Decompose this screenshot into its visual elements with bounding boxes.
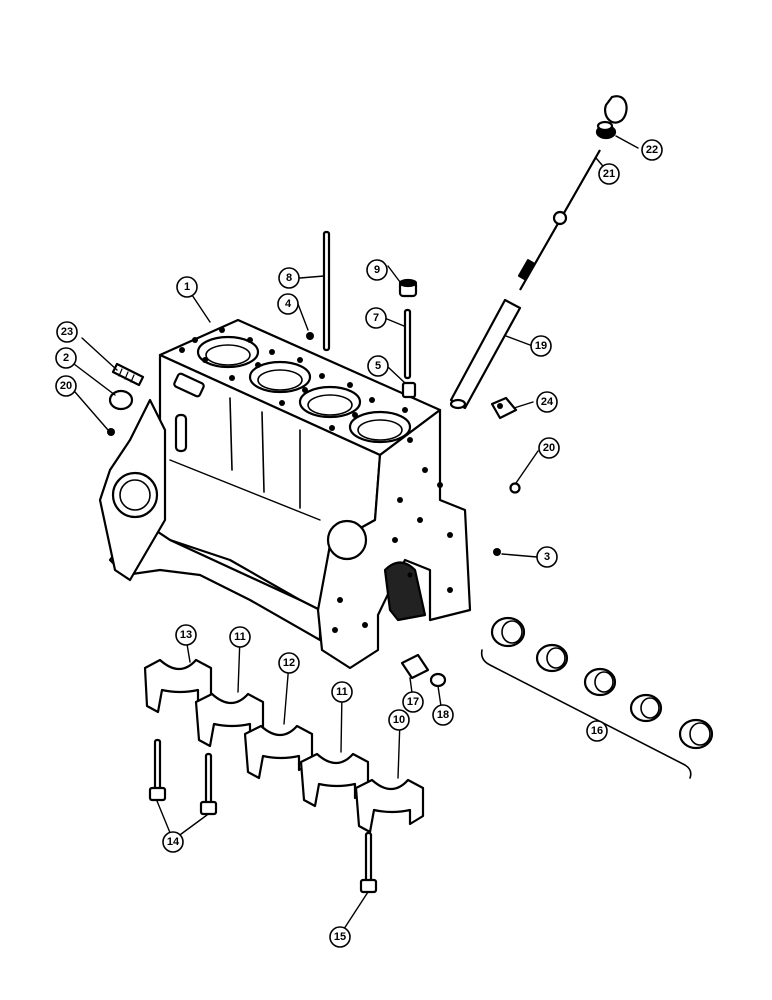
- plug-part-20-left: [107, 428, 115, 436]
- cap-bolt-part-15: [359, 831, 378, 894]
- callout-5: 5: [367, 355, 389, 377]
- svg-text:4: 4: [285, 298, 292, 310]
- plug-part-17: [400, 653, 430, 680]
- callout-1: 1: [176, 276, 198, 298]
- svg-text:9: 9: [374, 264, 380, 276]
- svg-text:15: 15: [334, 931, 346, 943]
- svg-text:20: 20: [543, 442, 555, 454]
- bearing-cap-part-12: [243, 724, 314, 780]
- callout-9: 9: [366, 259, 388, 281]
- svg-text:11: 11: [336, 686, 348, 698]
- svg-text:14: 14: [167, 836, 180, 848]
- svg-text:18: 18: [437, 709, 449, 721]
- callout-22: 22: [641, 139, 663, 161]
- plug-part-4: [306, 332, 314, 340]
- fitting-part-24: [490, 396, 518, 420]
- dipstick-part-21: [517, 95, 628, 291]
- callout-17: 17: [402, 691, 424, 713]
- callout-7: 7: [365, 307, 387, 329]
- plug-part-3: [493, 548, 501, 556]
- callout-21: 21: [598, 163, 620, 185]
- tube-part-19: [449, 298, 522, 410]
- svg-text:10: 10: [393, 714, 405, 726]
- callout-24: 24: [536, 391, 558, 413]
- callout-10: 10: [388, 709, 410, 731]
- svg-text:7: 7: [373, 312, 379, 324]
- callout-11-a: 11: [229, 626, 251, 648]
- callout-3: 3: [536, 546, 558, 568]
- svg-text:8: 8: [286, 272, 292, 284]
- callout-18: 18: [432, 704, 454, 726]
- cylinder-block: [98, 318, 472, 670]
- svg-text:16: 16: [591, 725, 603, 737]
- svg-text:3: 3: [544, 551, 550, 563]
- callout-19: 19: [530, 335, 552, 357]
- stud-part-23: [111, 362, 145, 387]
- svg-text:2: 2: [63, 352, 69, 364]
- callout-13: 13: [175, 624, 197, 646]
- seal-part-22: [595, 120, 617, 140]
- svg-text:21: 21: [603, 168, 615, 180]
- cap-bolt-part-14-b: [199, 752, 218, 816]
- callout-20-b: 20: [538, 437, 560, 459]
- bearing-cap-part-10: [354, 778, 425, 834]
- svg-text:11: 11: [234, 631, 246, 643]
- callout-23: 23: [56, 321, 78, 343]
- callout-16: 16: [586, 720, 608, 742]
- svg-text:19: 19: [535, 340, 547, 352]
- svg-text:17: 17: [407, 696, 419, 708]
- callout-20-a: 20: [55, 375, 77, 397]
- callout-11-b: 11: [331, 681, 353, 703]
- cap-bolt-part-14-a: [148, 738, 167, 802]
- dowel-part-5: [401, 381, 417, 399]
- plug-part-20-right: [509, 482, 521, 494]
- stud-part-7: [403, 308, 412, 380]
- bearing-cap-part-11-b: [299, 752, 370, 808]
- svg-text:22: 22: [646, 144, 658, 156]
- callout-2: 2: [55, 347, 77, 369]
- washer-part-18: [429, 672, 447, 688]
- svg-text:1: 1: [184, 281, 190, 293]
- nut-part-9: [398, 278, 418, 298]
- svg-text:20: 20: [60, 380, 72, 392]
- callout-14: 14: [162, 831, 184, 853]
- long-stud-part-8: [322, 230, 331, 352]
- svg-text:12: 12: [283, 657, 295, 669]
- ring-part-2: [108, 389, 134, 411]
- callout-8: 8: [278, 267, 300, 289]
- svg-text:5: 5: [375, 360, 381, 372]
- callout-12: 12: [278, 652, 300, 674]
- cam-bushings-part-16: [480, 616, 714, 779]
- svg-text:13: 13: [180, 629, 192, 641]
- svg-text:23: 23: [61, 326, 73, 338]
- callout-4: 4: [277, 293, 299, 315]
- svg-text:24: 24: [541, 396, 554, 408]
- callout-15: 15: [329, 926, 351, 948]
